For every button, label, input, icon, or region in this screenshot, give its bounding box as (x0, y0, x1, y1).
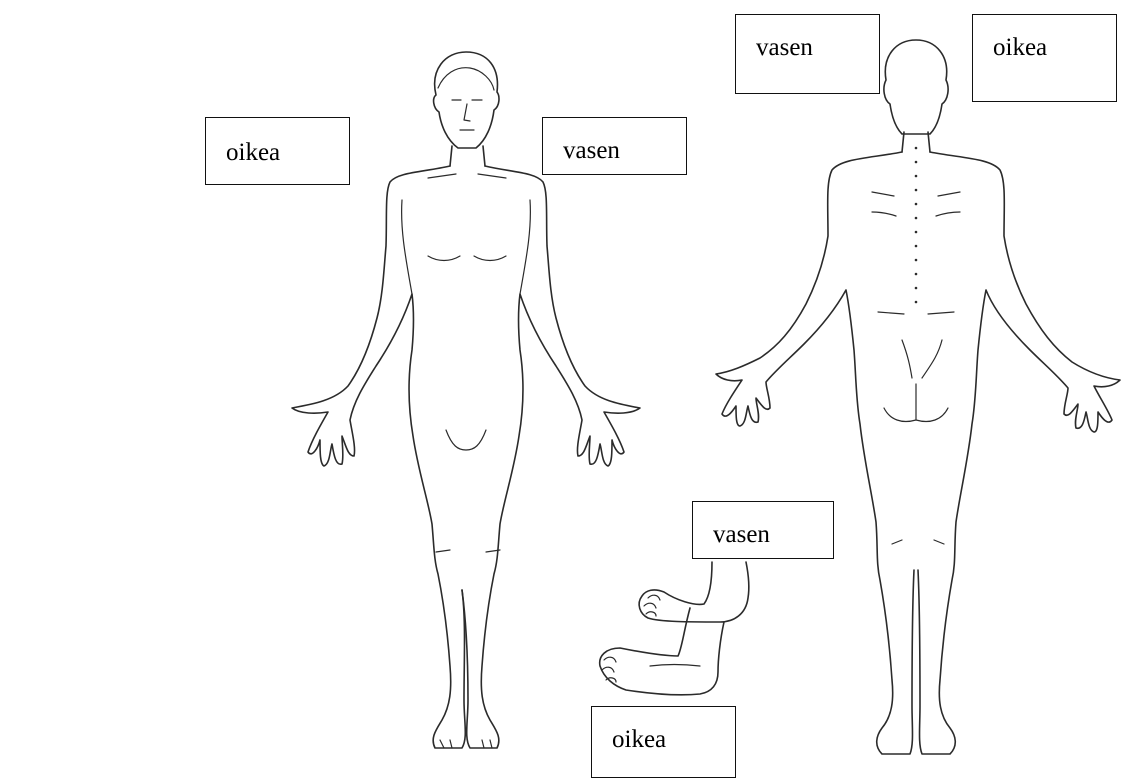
front-outline-left (462, 166, 640, 748)
front-label-right-text: oikea (226, 140, 349, 165)
back-label-left: vasen (735, 14, 880, 94)
back-head (884, 40, 948, 134)
front-outline-right (292, 166, 465, 748)
front-clavicles (428, 174, 506, 178)
foot-label-left: vasen (692, 501, 834, 559)
upper-foot (639, 562, 749, 622)
front-groin (446, 430, 486, 450)
back-label-left-text: vasen (756, 35, 879, 60)
back-outline-right (918, 152, 1120, 754)
front-label-right: oikea (205, 117, 350, 185)
upper-foot-toes (644, 595, 660, 616)
front-inner-arm-left (520, 200, 530, 294)
back-label-right: oikea (972, 14, 1117, 102)
front-neck (450, 146, 485, 166)
front-knees (436, 550, 500, 552)
front-label-left-text: vasen (563, 138, 686, 163)
lower-foot-toes (602, 657, 616, 682)
back-buttocks (884, 340, 948, 422)
back-waist (878, 312, 954, 314)
front-chest (428, 256, 506, 261)
back-spine (915, 147, 918, 304)
front-toes (440, 740, 492, 748)
front-nose (464, 104, 470, 121)
foot-label-left-text: vasen (713, 522, 833, 547)
lower-foot-sole-line (650, 665, 700, 667)
back-knees (892, 540, 944, 544)
back-body-figure (716, 40, 1120, 754)
front-hairline (438, 68, 494, 90)
front-inner-arm-right (402, 200, 412, 294)
front-head (434, 52, 499, 148)
back-label-right-text: oikea (993, 35, 1116, 60)
feet-figure (600, 562, 749, 695)
back-outline-left (716, 152, 914, 754)
foot-label-right: oikea (591, 706, 736, 778)
front-label-left: vasen (542, 117, 687, 175)
foot-label-right-text: oikea (612, 727, 735, 752)
